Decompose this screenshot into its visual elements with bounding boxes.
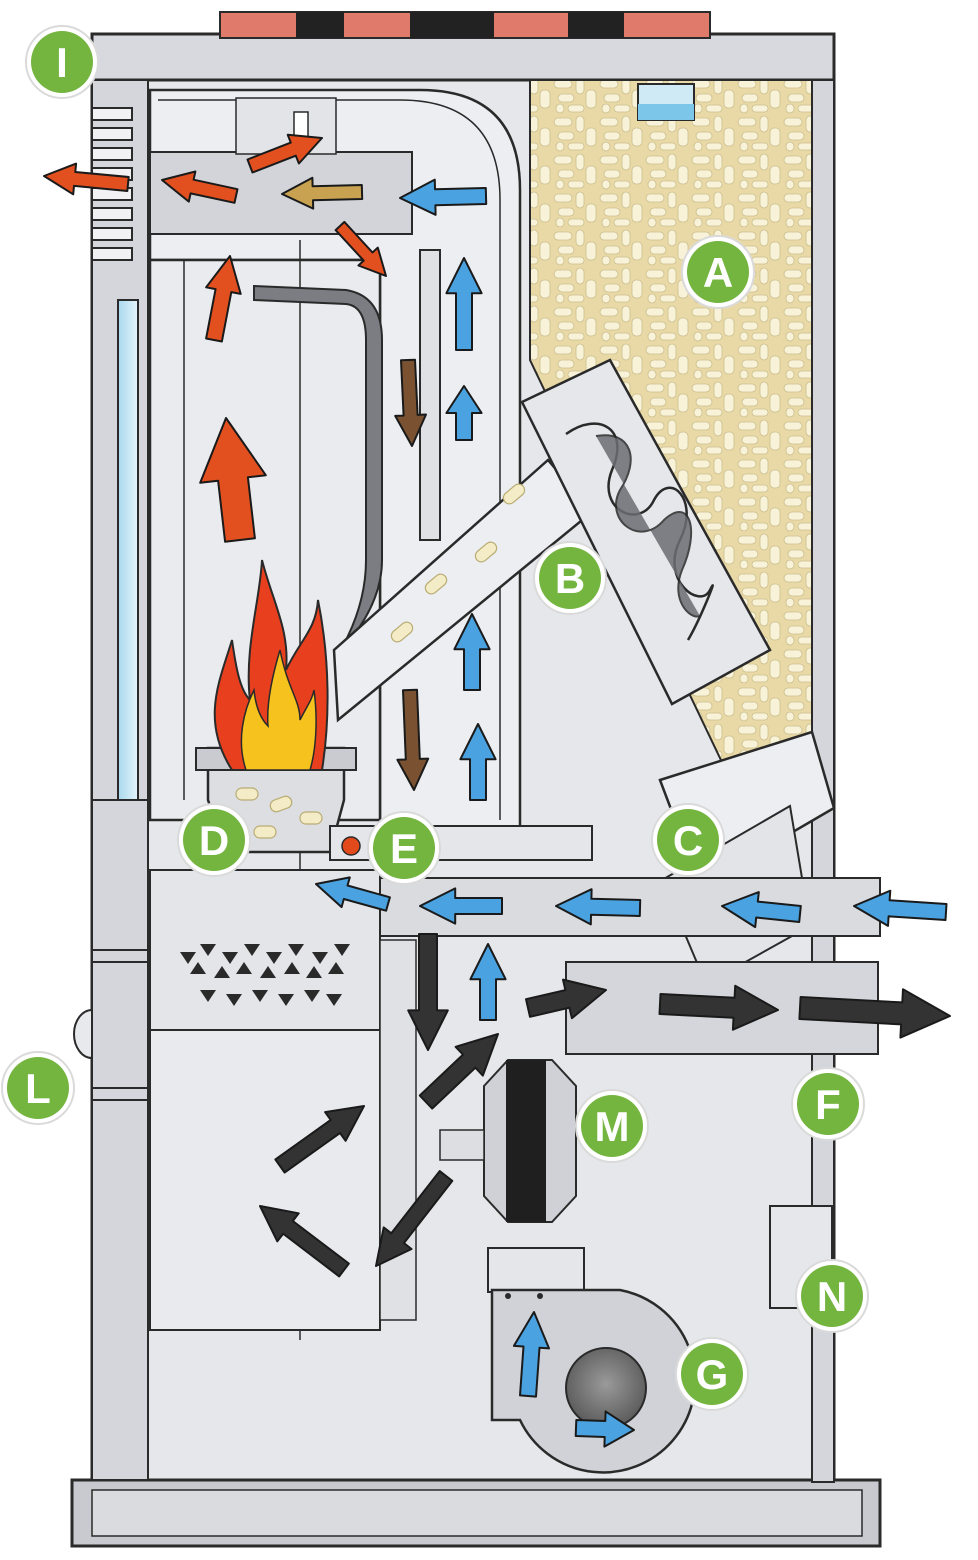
label-badge-g: G	[675, 1337, 749, 1411]
cold-air-arrow	[459, 723, 497, 801]
label-badge-a: A	[681, 235, 755, 309]
label-text-g: G	[696, 1351, 729, 1398]
smoke-exhaust-arrow	[798, 988, 951, 1039]
label-badge-e: E	[367, 811, 441, 885]
label-text-n: N	[817, 1273, 847, 1320]
cold-air-arrow	[469, 943, 507, 1021]
hot-air-arrow	[334, 220, 387, 277]
label-badge-b: B	[533, 541, 607, 615]
smoke-arrow	[407, 933, 449, 1051]
label-badge-c: C	[651, 803, 725, 877]
flame	[213, 559, 329, 771]
cold-air-arrow	[315, 876, 391, 912]
down-flow-arrow	[394, 358, 427, 447]
hot-air-arrow	[205, 255, 242, 343]
airflow-arrows	[43, 133, 951, 1448]
label-text-d: D	[199, 817, 229, 864]
glass-door	[117, 299, 139, 831]
combustion-air-arrow	[574, 1410, 635, 1448]
label-text-l: L	[25, 1065, 51, 1112]
front-lower-panels	[91, 799, 149, 1481]
cold-air-arrow	[445, 385, 483, 441]
label-text-i: I	[56, 39, 68, 86]
label-text-e: E	[390, 825, 418, 872]
hot-air-arrow-large	[199, 417, 267, 543]
top-vent-grille	[219, 11, 711, 39]
cold-air-arrow	[555, 888, 642, 926]
label-text-b: B	[555, 555, 585, 602]
label-badges: I A B C D E F G L M N	[1, 25, 869, 1411]
label-text-m: M	[595, 1103, 630, 1150]
down-flow-arrow	[396, 688, 430, 791]
hot-air-exit-arrow	[43, 162, 130, 196]
ash-door-knob	[73, 1008, 93, 1060]
ash-triangles	[180, 944, 350, 1006]
auger	[520, 358, 772, 706]
smoke-swirl-arrow	[259, 1205, 350, 1278]
hot-air-arrow	[246, 133, 323, 174]
cold-air-intake-arrow	[853, 889, 948, 927]
front-exhaust-fins	[91, 107, 133, 261]
mixed-air-arrow	[281, 176, 364, 210]
label-text-c: C	[673, 817, 703, 864]
label-badge-m: M	[575, 1089, 649, 1163]
label-badge-f: F	[791, 1067, 865, 1141]
hot-air-arrow	[161, 170, 239, 204]
smoke-arrow	[418, 1033, 499, 1110]
label-text-a: A	[703, 249, 733, 296]
cold-air-arrow	[419, 887, 503, 925]
smoke-swirl-arrow	[274, 1105, 365, 1174]
cold-air-arrow	[399, 178, 488, 216]
label-badge-d: D	[177, 803, 251, 877]
smoke-exhaust-arrow	[658, 984, 779, 1031]
cold-air-arrow	[453, 613, 491, 691]
cold-air-arrow	[445, 257, 483, 351]
combustion-air-arrow	[512, 1311, 550, 1398]
label-text-f: F	[815, 1081, 841, 1128]
label-badge-l: L	[1, 1051, 75, 1125]
smoke-arrow	[525, 978, 607, 1020]
top-cover	[90, 32, 836, 86]
pellet-chute	[332, 458, 594, 723]
label-badge-n: N	[795, 1259, 869, 1333]
cold-air-arrow	[721, 891, 802, 929]
label-badge-i: I	[25, 25, 99, 99]
convection-fan	[439, 1059, 577, 1223]
smoke-arrow	[375, 1170, 454, 1267]
